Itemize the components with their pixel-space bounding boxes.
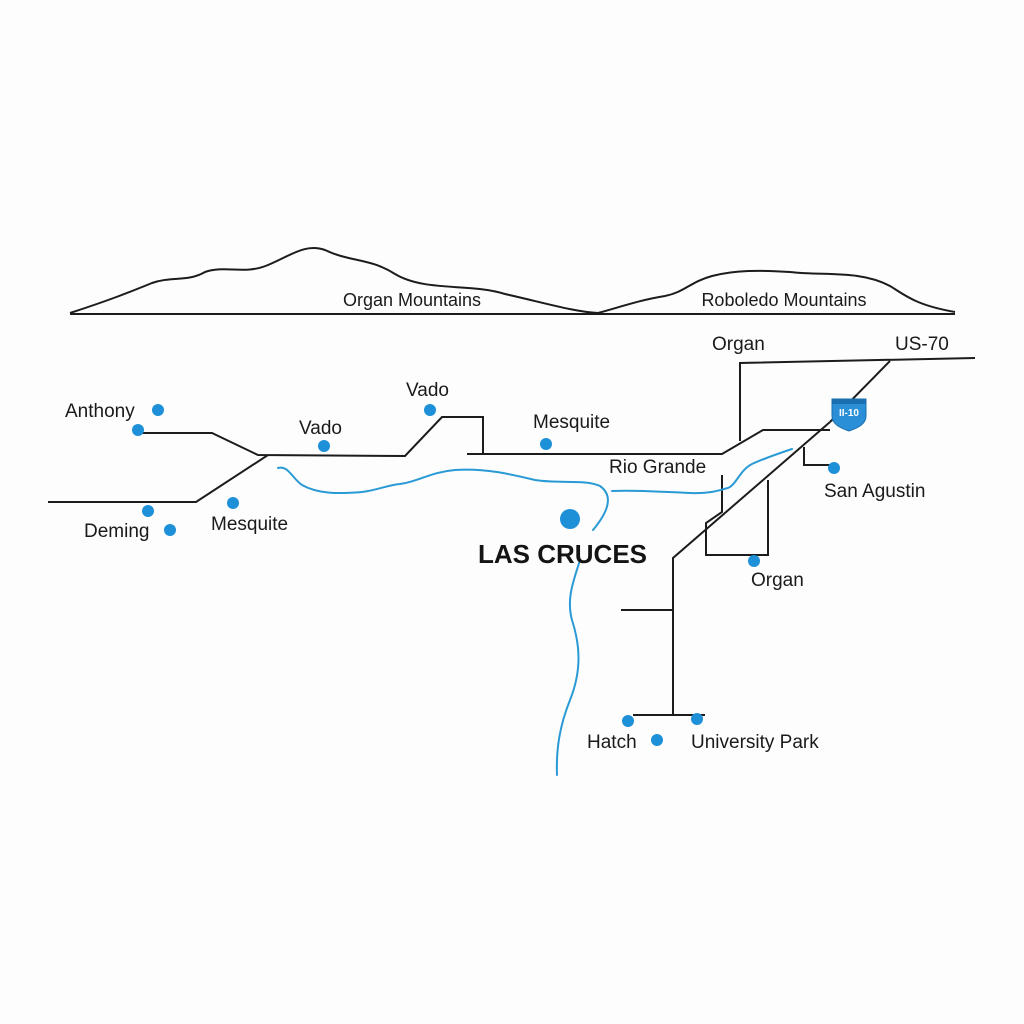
organ-mountains-outline [69,247,599,314]
i-10-shield-icon [831,398,867,432]
vado-north-marker[interactable] [424,404,436,416]
hatch-label: Hatch [587,732,637,753]
organ-north-label: Organ [712,334,765,355]
i-10-label: II-10 [839,408,859,419]
organ-south-marker[interactable] [748,555,760,567]
mesquite-west-label: Mesquite [211,514,288,535]
loop-road [705,475,769,556]
shield-top-band [832,399,866,404]
anthony-label: Anthony [65,401,135,422]
san-agustin-spur [803,447,833,466]
organ-south-label: Organ [751,570,804,591]
deming-marker[interactable] [164,524,176,536]
i-10-road [672,421,831,715]
robledo-mountains-label: Roboledo Mountains [701,290,866,310]
i-10-shield[interactable]: II-10 [831,398,867,432]
hatch-road-marker[interactable] [622,715,634,727]
mesquite-north-label: Mesquite [533,412,610,433]
river-main-course [277,466,609,531]
university-park-marker[interactable] [691,713,703,725]
road-west-upper [138,416,484,458]
road-southwest [48,454,269,503]
university-park-label: University Park [691,732,819,753]
mountain-ridge: Organ Mountains Roboledo Mountains [69,247,956,315]
deming-label: Deming [84,521,149,542]
river-east-branch [611,448,793,495]
vado-west-label: Vado [299,418,342,439]
organ-mountains-label: Organ Mountains [343,290,481,310]
place-labels: Anthony Vado Vado Mesquite Mesquite Demi… [65,334,925,753]
rio-grande-river: Rio Grande [277,448,793,776]
us-70-label: US-70 [895,334,949,355]
hatch-marker[interactable] [651,734,663,746]
vado-north-label: Vado [406,380,449,401]
las-cruces-marker[interactable] [560,509,580,529]
las-cruces-label: LAS CRUCES [478,539,647,569]
deming-road-marker[interactable] [142,505,154,517]
us-70-road [739,357,976,441]
mesquite-west-marker[interactable] [227,497,239,509]
san-agustin-marker[interactable] [828,462,840,474]
anthony-road-marker[interactable] [132,424,144,436]
mesquite-north-marker[interactable] [540,438,552,450]
place-markers [132,404,840,746]
river-south-branch [555,559,581,776]
anthony-marker[interactable] [152,404,164,416]
road-network [48,357,976,716]
rio-grande-label: Rio Grande [609,457,706,478]
vado-west-marker[interactable] [318,440,330,452]
san-agustin-label: San Agustin [824,481,925,502]
road-main-east [467,429,830,455]
robledo-mountains-outline [597,269,956,314]
